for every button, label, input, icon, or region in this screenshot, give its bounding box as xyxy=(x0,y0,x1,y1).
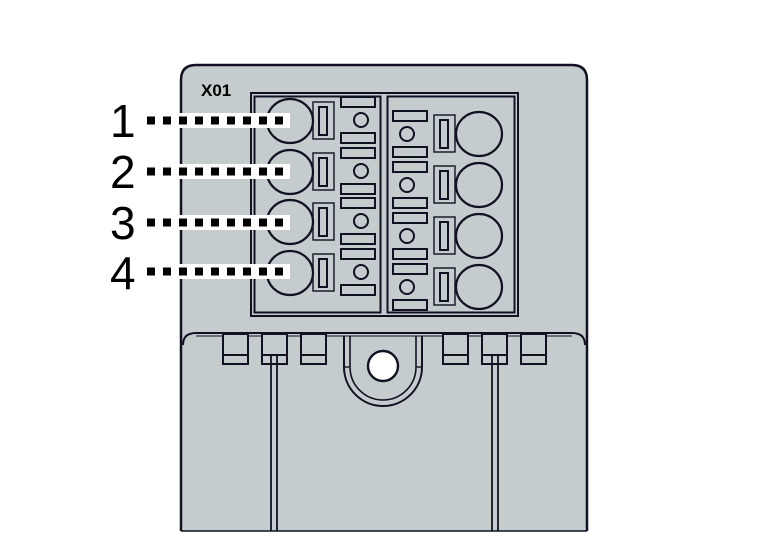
leader-1 xyxy=(144,113,290,128)
lower-shelf xyxy=(182,332,586,531)
callout-3: 3 xyxy=(110,197,136,249)
leader-3 xyxy=(144,215,290,230)
mounting-hole xyxy=(343,336,423,407)
callout-leaders xyxy=(144,113,290,279)
callout-2: 2 xyxy=(110,146,136,198)
leader-4 xyxy=(144,264,290,279)
connector-label: X01 xyxy=(201,81,231,100)
callout-1: 1 xyxy=(110,95,136,147)
callout-numbers: 1 2 3 4 xyxy=(110,95,136,299)
terminal-block-frame xyxy=(250,92,519,317)
housing xyxy=(179,63,589,532)
leader-2 xyxy=(144,164,290,179)
callout-4: 4 xyxy=(110,247,136,299)
